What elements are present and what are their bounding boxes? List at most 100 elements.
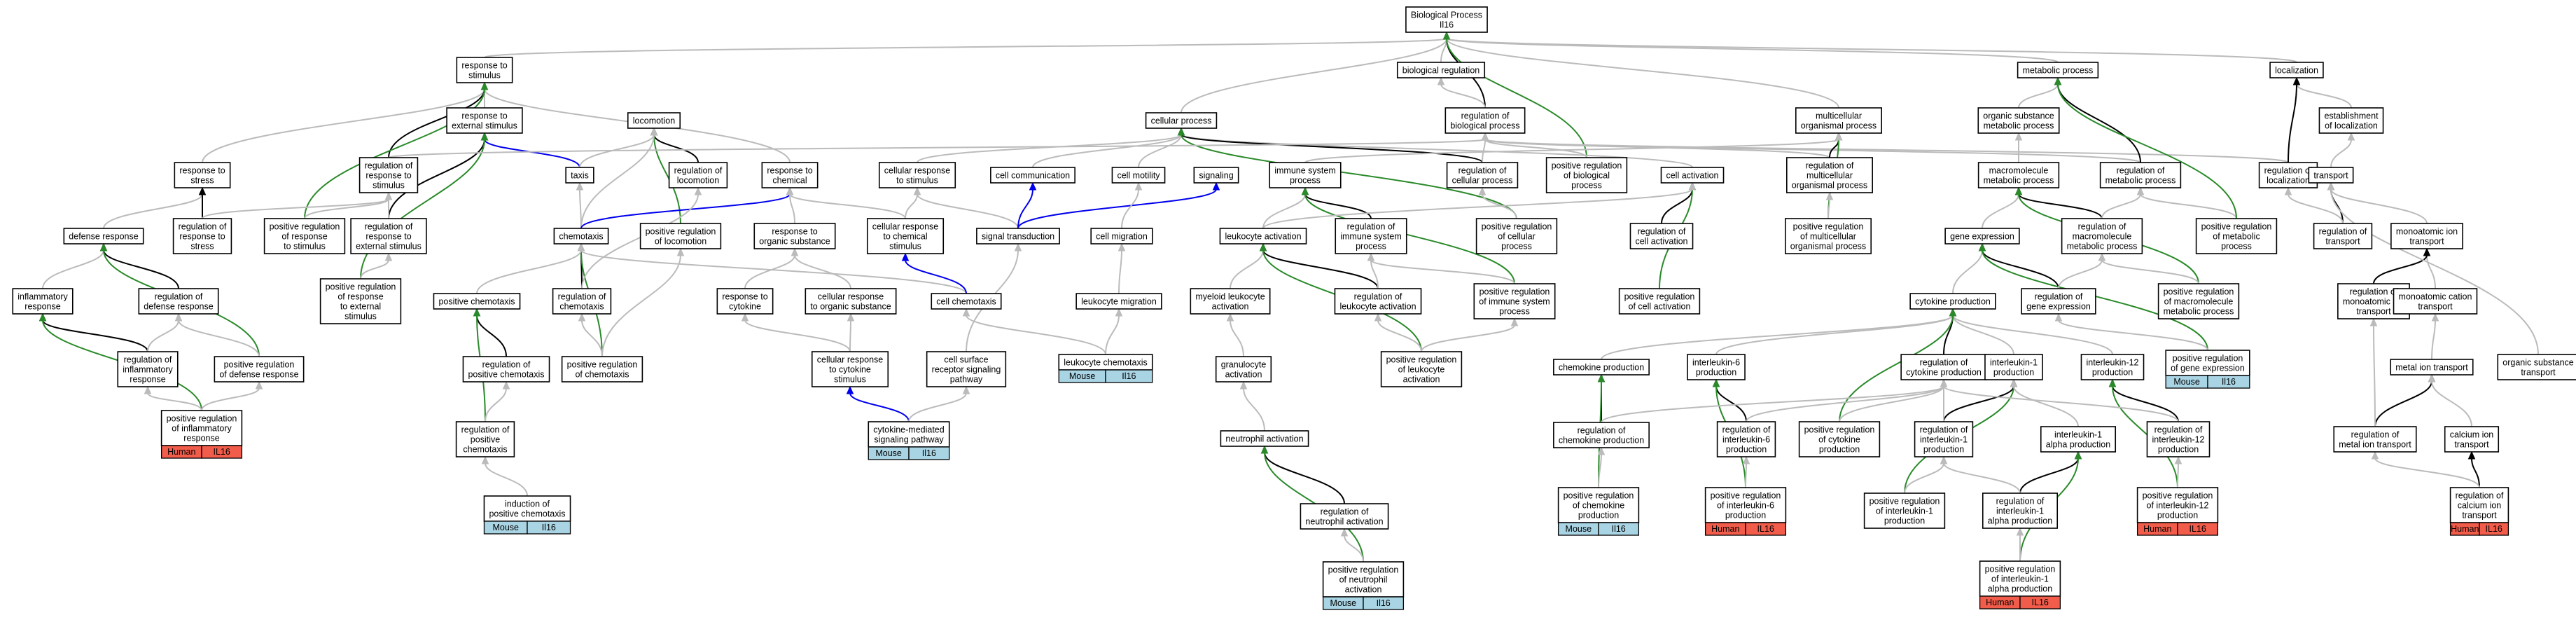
go-term-metal-ion[interactable]: metal ion transport [2390, 359, 2474, 376]
go-term-signaling[interactable]: signaling [1193, 167, 1239, 184]
go-term-gene-expr[interactable]: gene expression [1944, 228, 2020, 244]
go-term-cytokine-prod[interactable]: cytokine production [1909, 293, 1996, 310]
go-term-def-resp[interactable]: defense response [63, 228, 144, 244]
go-term-taxis[interactable]: taxis [565, 167, 594, 184]
go-term-bio-reg[interactable]: biological regulation [1396, 62, 1486, 78]
go-term-cell-chemotaxis[interactable]: cell chemotaxis [931, 293, 1002, 310]
go-term-neut-act[interactable]: neutrophil activation [1220, 430, 1309, 447]
go-term-cell-proc[interactable]: cellular process [1145, 112, 1218, 129]
go-term-chemotaxis[interactable]: chemotaxis [553, 228, 609, 244]
go-term-loc[interactable]: localization [2269, 62, 2324, 78]
go-term-met[interactable]: metabolic process [2017, 62, 2099, 78]
go-term-locomotion[interactable]: locomotion [627, 112, 681, 129]
go-term-cell-act[interactable]: cell activation [1660, 167, 1725, 184]
go-term-leuk-chemotaxis[interactable]: leukocyte chemotaxis [1058, 354, 1153, 371]
go-term-transport[interactable]: transport [2308, 167, 2354, 184]
go-term-leuk-mig[interactable]: leukocyte migration [1075, 293, 1162, 310]
go-term-leuk-act[interactable]: leukocyte activation [1219, 228, 1307, 244]
go-term-cell-mig[interactable]: cell migration [1090, 228, 1153, 244]
go-term-pos-chemotaxis[interactable]: positive chemotaxis [433, 293, 521, 310]
go-term-cell-mot[interactable]: cell motility [1111, 167, 1166, 184]
go-term-sig-trans[interactable]: signal transduction [976, 228, 1060, 244]
go-term-cell-comm[interactable]: cell communication [990, 167, 1075, 184]
go-term-chemokine-prod[interactable]: chemokine production [1553, 359, 1650, 376]
